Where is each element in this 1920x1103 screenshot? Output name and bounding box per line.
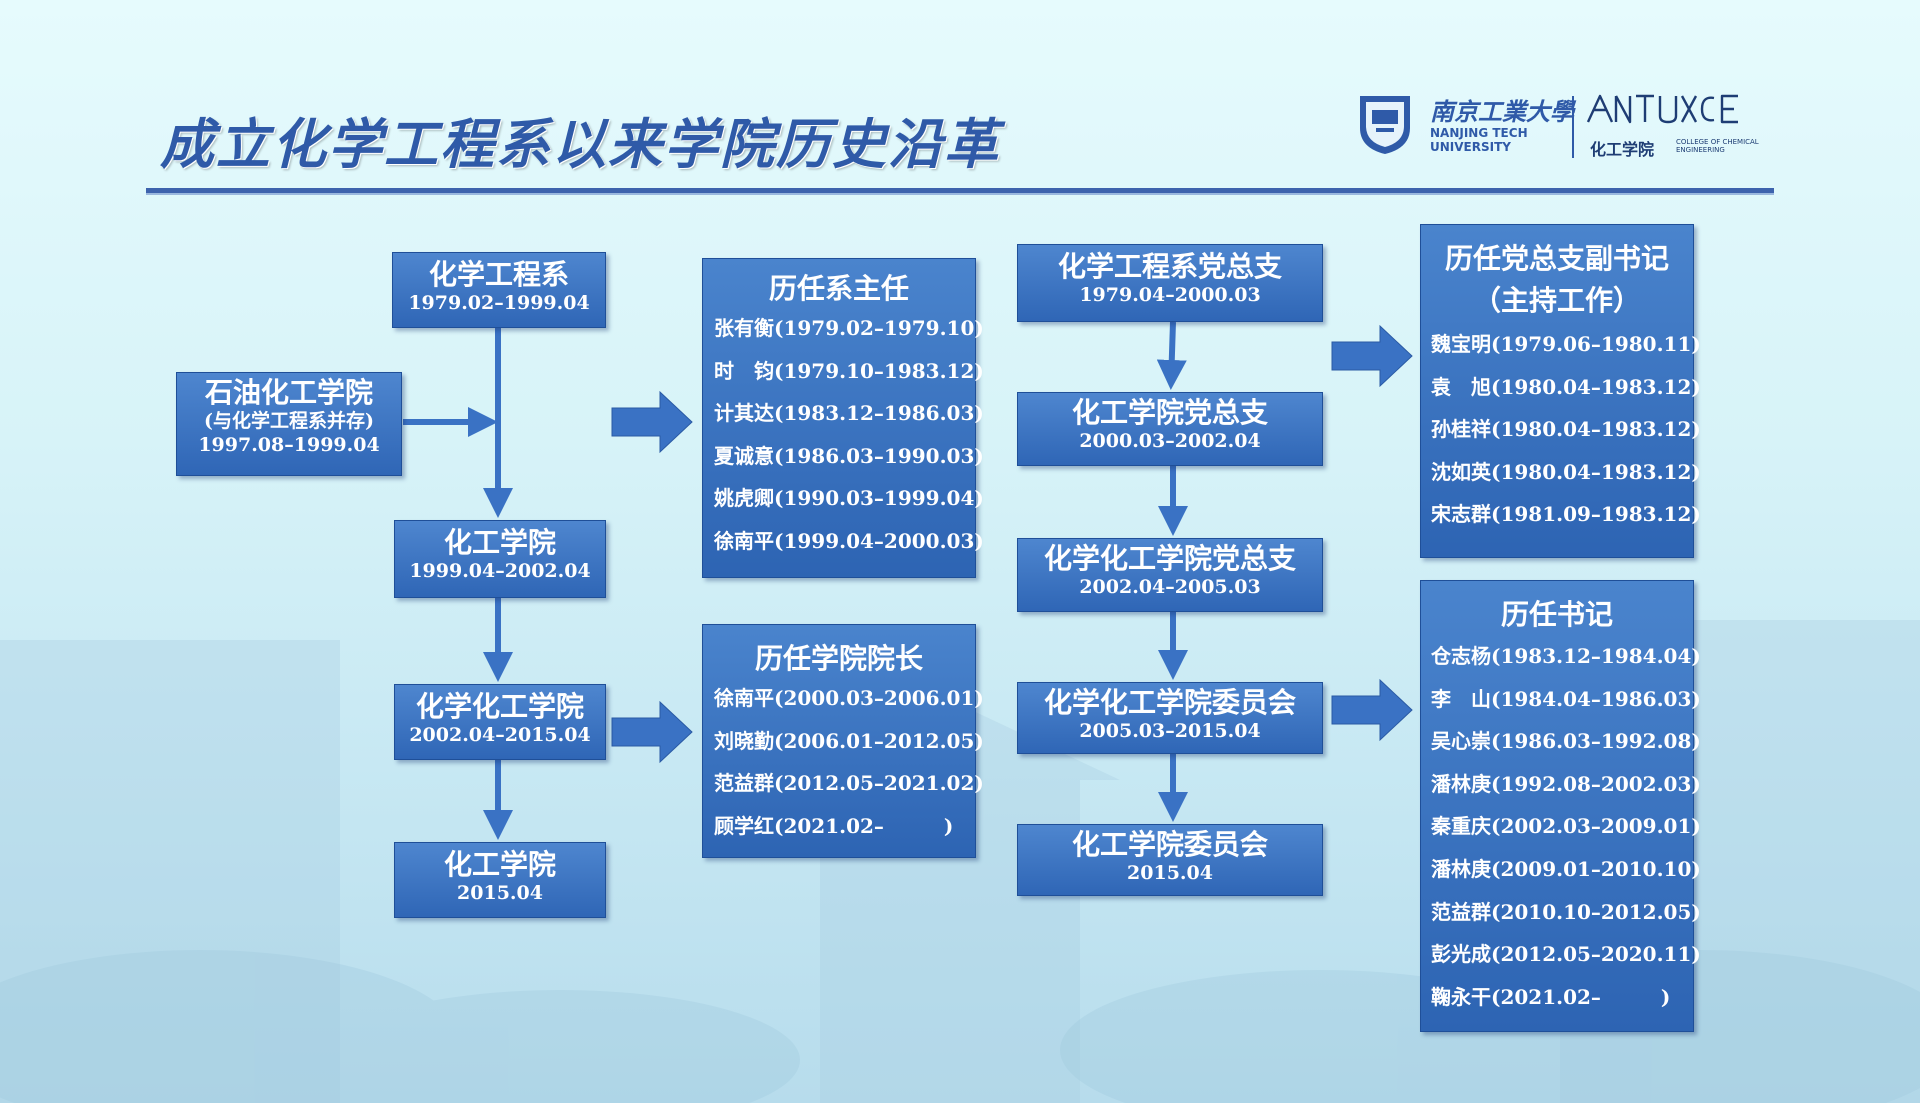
list-item: 徐南平(1999.04–2000.03) (714, 528, 984, 553)
university-name-en: NANJING TECH UNIVERSITY (1430, 126, 1528, 154)
department-heads-heading: 历任系主任 (768, 272, 909, 305)
lineage-period: 1997.08–1999.04 (198, 434, 380, 456)
party-period: 2015.04 (1127, 862, 1213, 884)
deans-heading: 历任学院院长 (754, 642, 923, 675)
list-item: 时 钧(1979.10–1983.12) (714, 358, 984, 383)
list-item: 潘林庚(1992.08–2002.03) (1431, 771, 1701, 796)
lineage-period: 1979.02–1999.04 (408, 292, 590, 314)
list-item: 宋志群(1981.09–1983.12) (1431, 502, 1701, 527)
arrow-party-1 (1156, 321, 1187, 390)
secretaries-panel: 历任书记 仓志杨(1983.12–1984.04) 李 山(1984.04–19… (1420, 580, 1701, 1032)
block-arrow-secretaries (1331, 678, 1413, 742)
logo-divider (1572, 96, 1574, 158)
party-box-committee-2015: 化工学院委员会 2015.04 (1017, 824, 1323, 896)
list-item: 魏宝明(1979.06–1980.11) (1431, 332, 1701, 356)
party-box-committee-2005: 化学化工学院委员会 2005.03–2015.04 (1017, 682, 1323, 754)
deans-list: 徐南平(2000.03–2006.01) 刘晓勤(2006.01–2012.05… (703, 677, 984, 847)
lineage-box-chemical-engineering-dept: 化学工程系 1979.02–1999.04 (392, 252, 606, 328)
lineage-name: 化学工程系 (428, 258, 569, 291)
list-item: 刘晓勤(2006.01–2012.05) (714, 728, 984, 753)
secretaries-list: 仓志杨(1983.12–1984.04) 李 山(1984.04–1986.03… (1421, 635, 1701, 1018)
university-logo: 南京工業大學 NANJING TECH UNIVERSITY 化工学院 COLL… (1356, 90, 1759, 164)
list-item: 仓志杨(1983.12–1984.04) (1431, 644, 1701, 668)
college-en-line2: ENGINEERING (1676, 146, 1725, 154)
party-period: 2000.03–2002.04 (1079, 430, 1261, 452)
title-underline (146, 188, 1774, 195)
lineage-period: 1999.04–2002.04 (409, 560, 591, 582)
college-en-line1: COLLEGE OF CHEMICAL (1676, 138, 1759, 146)
party-name: 化学化工学院党总支 (1043, 542, 1296, 575)
block-arrow-deans (611, 700, 693, 764)
list-item: 潘林庚(2009.01–2010.10) (1431, 856, 1701, 881)
lineage-name: 石油化工学院 (204, 376, 373, 409)
department-heads-panel: 历任系主任 张有衡(1979.02–1979.10) 时 钧(1979.10–1… (702, 258, 984, 578)
lineage-period: 2015.04 (457, 882, 543, 904)
list-item: 彭光成(2012.05–2020.11) (1431, 942, 1701, 967)
list-item: 姚虎卿(1990.03–1999.04) (714, 486, 984, 511)
party-period: 2002.04–2005.03 (1079, 576, 1261, 598)
page-title: 成立化学工程系以来学院历史沿革 (160, 113, 1000, 176)
party-name: 化学工程系党总支 (1057, 250, 1282, 283)
party-box-college-branch-2000: 化工学院党总支 2000.03–2002.04 (1017, 392, 1323, 466)
block-arrow-deputy-secretaries (1331, 324, 1413, 388)
list-item: 沈如英(1980.04–1983.12) (1431, 459, 1701, 484)
lineage-name: 化工学院 (443, 848, 556, 881)
university-crest-icon (1360, 96, 1410, 154)
deputy-secretaries-subheading: （主持工作） (1472, 284, 1641, 317)
college-mark-icon (1586, 94, 1738, 124)
lineage-box-petrochemical-college: 石油化工学院 (与化学工程系并存) 1997.08–1999.04 (176, 372, 402, 476)
department-heads-list: 张有衡(1979.02–1979.10) 时 钧(1979.10–1983.12… (703, 307, 984, 563)
list-item: 袁 旭(1980.04–1983.12) (1431, 374, 1701, 399)
list-item: 鞠永干(2021.02– ) (1431, 984, 1671, 1009)
college-name-en: COLLEGE OF CHEMICAL ENGINEERING (1676, 138, 1759, 154)
party-name: 化工学院委员会 (1071, 828, 1268, 861)
party-name: 化学化工学院委员会 (1043, 686, 1296, 719)
college-name-cn: 化工学院 (1590, 140, 1655, 159)
university-name-cn: 南京工業大學 (1430, 97, 1574, 126)
deans-panel: 历任学院院长 徐南平(2000.03–2006.01) 刘晓勤(2006.01–… (702, 624, 984, 858)
party-name: 化工学院党总支 (1071, 396, 1268, 429)
lineage-box-chemistry-chemical-engineering-college: 化学化工学院 2002.04–2015.04 (394, 684, 606, 760)
list-item: 夏诚意(1986.03–1990.03) (714, 443, 984, 468)
list-item: 范益群(2012.05–2021.02) (714, 771, 984, 796)
block-arrow-department-heads (611, 390, 693, 454)
deputy-secretaries-list: 魏宝明(1979.06–1980.11) 袁 旭(1980.04–1983.12… (1421, 323, 1701, 536)
list-item: 李 山(1984.04–1986.03) (1431, 686, 1701, 711)
list-item: 计其达(1983.12–1986.03) (714, 401, 984, 426)
list-item: 吴心崇(1986.03–1992.08) (1431, 729, 1701, 754)
lineage-name: 化学化工学院 (415, 690, 584, 723)
party-period: 2005.03–2015.04 (1079, 720, 1261, 742)
lineage-period: 2002.04–2015.04 (409, 724, 591, 746)
list-item: 张有衡(1979.02–1979.10) (714, 316, 984, 340)
list-item: 孙桂祥(1980.04–1983.12) (1431, 417, 1701, 442)
lineage-box-chemical-engineering-college-1999: 化工学院 1999.04–2002.04 (394, 520, 606, 598)
party-box-college-branch-2002: 化学化工学院党总支 2002.04–2005.03 (1017, 538, 1323, 612)
lineage-name: 化工学院 (443, 526, 556, 559)
list-item: 徐南平(2000.03–2006.01) (714, 686, 984, 710)
deputy-secretaries-heading: 历任党总支副书记 (1444, 242, 1669, 275)
deputy-secretaries-panel: 历任党总支副书记 （主持工作） 魏宝明(1979.06–1980.11) 袁 旭… (1420, 224, 1701, 558)
secretaries-heading: 历任书记 (1500, 598, 1613, 631)
university-en-line1: NANJING TECH (1430, 126, 1528, 140)
party-period: 1979.04–2000.03 (1079, 284, 1261, 306)
list-item: 范益群(2010.10–2012.05) (1431, 899, 1701, 924)
party-box-dept-branch: 化学工程系党总支 1979.04–2000.03 (1017, 244, 1323, 322)
list-item: 秦重庆(2002.03–2009.01) (1431, 814, 1701, 839)
list-item: 顾学红(2021.02– ) (714, 813, 954, 838)
lineage-box-chemical-engineering-college-2015: 化工学院 2015.04 (394, 842, 606, 918)
lineage-note: (与化学工程系并存) (204, 410, 374, 432)
university-en-line2: UNIVERSITY (1430, 140, 1511, 154)
